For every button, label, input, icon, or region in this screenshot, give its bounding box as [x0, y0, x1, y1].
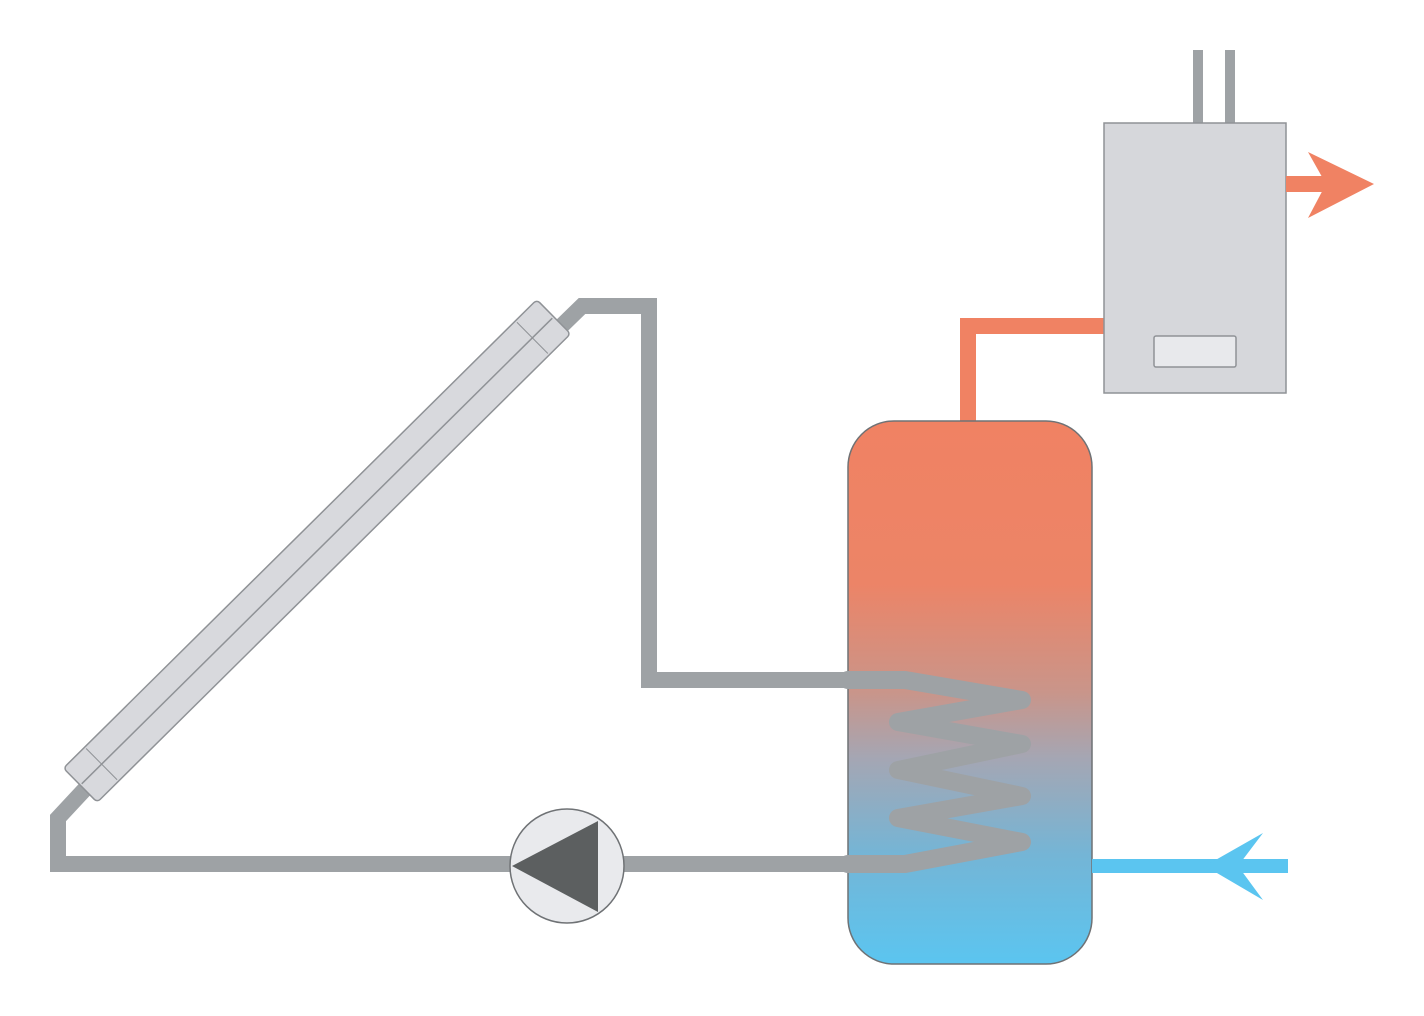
- hot-water-pipe: [960, 318, 1105, 422]
- circulation-pump: [509, 808, 625, 924]
- arrow-left-icon: [1205, 833, 1263, 900]
- solar-return-pipe: [50, 754, 905, 872]
- heat-exchanger-coil: [839, 671, 1031, 873]
- boiler-supply-pipes: [1193, 50, 1235, 124]
- solar-collector: [64, 300, 570, 802]
- arrow-right-icon: [1308, 152, 1374, 218]
- hot-water-outlet: [1286, 152, 1374, 218]
- solar-flow-pipe: [539, 298, 905, 688]
- boiler-display: [1153, 335, 1237, 368]
- wall-boiler: [1103, 122, 1287, 394]
- pump-icon: [512, 821, 598, 912]
- cold-water-inlet: [1092, 833, 1288, 900]
